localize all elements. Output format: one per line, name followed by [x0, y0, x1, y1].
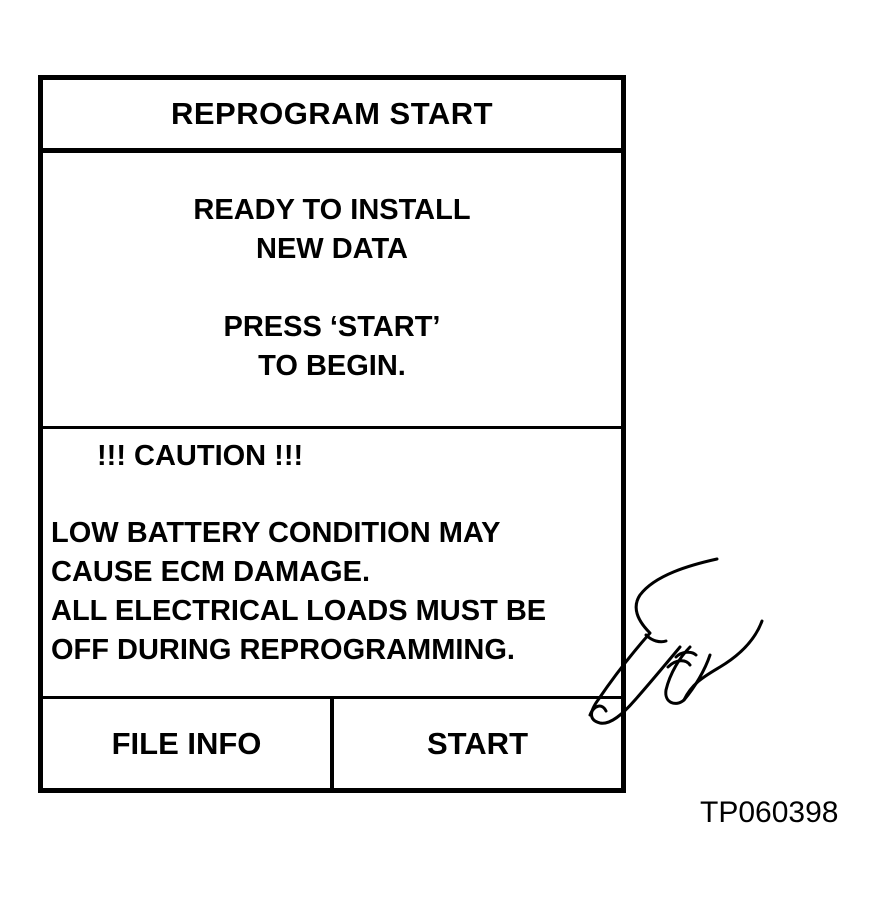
message-line: READY TO INSTALL	[193, 194, 471, 226]
caution-line: OFF DURING REPROGRAMMING.	[51, 634, 515, 666]
ready-message: READY TO INSTALL NEW DATA	[43, 191, 621, 269]
caution-line: CAUSE ECM DAMAGE.	[51, 556, 371, 588]
message-line: TO BEGIN.	[258, 350, 406, 382]
message-area: READY TO INSTALL NEW DATA PRESS ‘START’ …	[43, 153, 621, 429]
pointing-finger-icon	[588, 557, 764, 725]
caution-title: !!! CAUTION !!!	[97, 440, 304, 472]
button-row: FILE INFO START	[43, 699, 621, 788]
instruction-message: PRESS ‘START’ TO BEGIN.	[43, 308, 621, 386]
reprogram-screen: REPROGRAM START READY TO INSTALL NEW DAT…	[38, 75, 626, 793]
caution-line: ALL ELECTRICAL LOADS MUST BE	[51, 595, 547, 627]
figure-id-label: TP060398	[700, 796, 839, 829]
caution-line: LOW BATTERY CONDITION MAY	[51, 517, 501, 549]
message-line: NEW DATA	[256, 233, 408, 265]
screen-title: REPROGRAM START	[43, 80, 621, 153]
caution-body: LOW BATTERY CONDITION MAY CAUSE ECM DAMA…	[51, 514, 546, 670]
caution-area: !!! CAUTION !!! LOW BATTERY CONDITION MA…	[43, 429, 621, 699]
file-info-button[interactable]: FILE INFO	[43, 699, 334, 788]
message-line: PRESS ‘START’	[223, 311, 441, 343]
start-button[interactable]: START	[334, 699, 621, 788]
